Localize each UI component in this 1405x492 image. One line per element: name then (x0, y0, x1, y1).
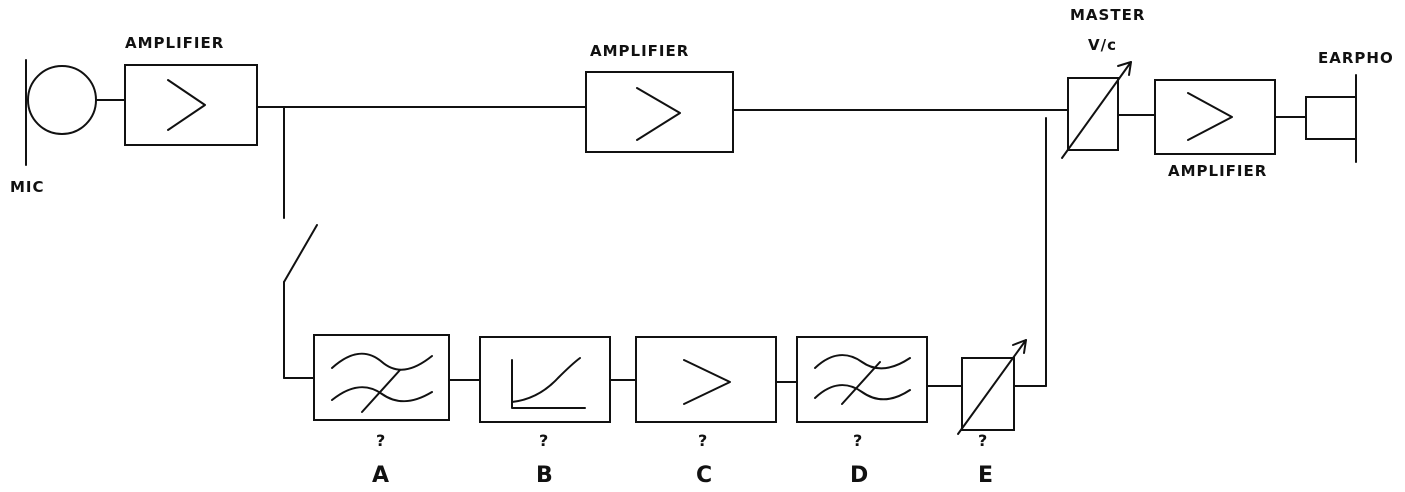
earphone-block (1305, 96, 1357, 140)
block-a (313, 334, 450, 421)
block-e-letter: E (978, 463, 993, 488)
amplifier-3-icon (1187, 92, 1233, 141)
block-d-filter-icon (814, 354, 911, 405)
block-e-variable-control-icon (957, 339, 1027, 435)
block-b-letter: B (536, 463, 553, 488)
block-e-arrowhead-icon (1012, 339, 1027, 354)
amplifier-1-label: AMPLIFIER (125, 34, 224, 52)
block-b (479, 336, 611, 423)
block-c-letter: C (696, 463, 712, 488)
master-label: MASTER (1070, 6, 1145, 24)
amplifier-2-icon (636, 87, 681, 141)
block-a-filter-icon (331, 352, 433, 413)
block-c (635, 336, 777, 423)
block-a-letter: A (372, 463, 389, 488)
amplifier-2-block (585, 71, 734, 153)
amplifier-1-icon (167, 79, 206, 131)
master-volume-arrowhead-icon (1117, 61, 1132, 76)
master-vc-label: V/c (1088, 36, 1117, 54)
amplifier-3-label: AMPLIFIER (1168, 162, 1267, 180)
block-d-question: ? (853, 431, 862, 450)
block-c-amplifier-icon (683, 359, 731, 405)
amplifier-2-label: AMPLIFIER (590, 42, 689, 60)
amplifier-1-block (124, 64, 258, 146)
block-e-question: ? (978, 431, 987, 450)
block-a-question: ? (376, 431, 385, 450)
master-volume-arrow-icon (1061, 61, 1132, 159)
block-b-question: ? (539, 431, 548, 450)
block-e (961, 357, 1015, 431)
earphone-label: EARPHO (1318, 49, 1394, 67)
amplifier-3-block (1154, 79, 1276, 155)
block-b-response-curve-icon (511, 357, 586, 409)
block-d (796, 336, 928, 423)
mic-icon (27, 65, 97, 135)
block-c-question: ? (698, 431, 707, 450)
block-d-letter: D (850, 463, 868, 488)
mic-label: MIC (10, 178, 45, 196)
switch-blade (283, 224, 318, 283)
